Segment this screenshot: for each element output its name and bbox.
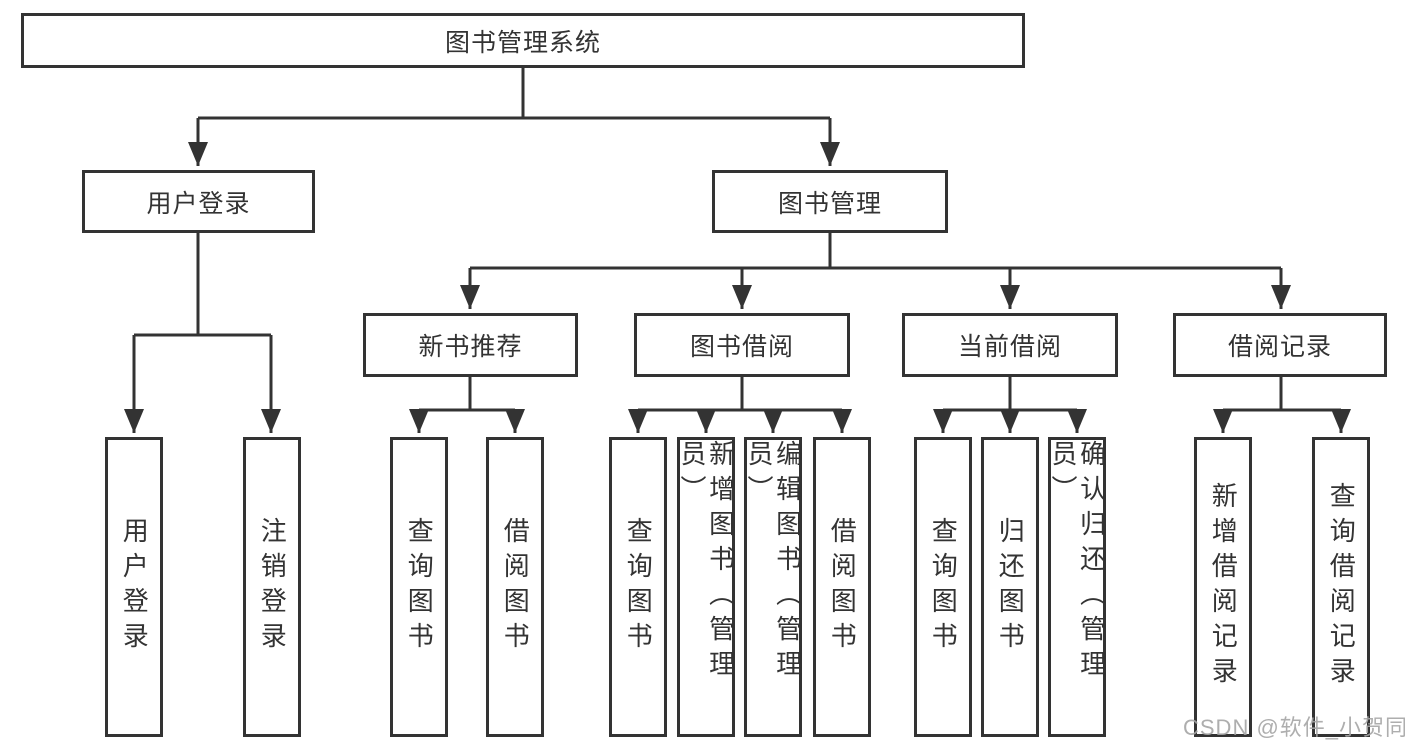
node-borrow-records: 借阅记录: [1173, 313, 1387, 377]
leaf-user-login: 用户登录: [105, 437, 163, 737]
leaf-logout: 注销登录: [243, 437, 301, 737]
leaf-label: 用户登录: [119, 517, 150, 657]
node-label: 借阅记录: [1227, 333, 1332, 361]
leaf-label: 借阅图书: [827, 517, 858, 657]
leaf-confirm-return-admin: 确认归还（管理员）: [1048, 437, 1107, 737]
leaf-borrow-books-recommend: 借阅图书: [486, 437, 544, 737]
leaf-label: 查询图书: [623, 517, 654, 657]
leaf-query-borrow-record: 查询借阅记录: [1312, 437, 1370, 737]
node-label: 图书借阅: [689, 333, 794, 361]
node-label: 新书推荐: [418, 333, 523, 361]
node-book-management: 图书管理: [712, 170, 948, 233]
leaf-edit-books-admin: 编辑图书（管理员）: [744, 437, 803, 737]
leaf-label: 确认归还（管理员）: [1048, 440, 1107, 685]
leaf-query-books-current: 查询图书: [914, 437, 972, 737]
leaf-return-books: 归还图书: [981, 437, 1039, 737]
node-label: 图书管理系统: [444, 28, 601, 57]
leaf-borrow-books: 借阅图书: [813, 437, 871, 737]
node-label: 图书管理: [777, 189, 882, 218]
node-current-borrow: 当前借阅: [902, 313, 1118, 377]
leaf-label: 查询图书: [404, 517, 435, 657]
leaf-label: 查询图书: [928, 517, 959, 657]
csdn-watermark: CSDN @软件_小贺同学: [1183, 715, 1405, 740]
node-user-login: 用户登录: [82, 170, 315, 233]
leaf-label: 借阅图书: [500, 517, 531, 657]
leaf-label: 注销登录: [257, 517, 288, 657]
node-book-borrow: 图书借阅: [634, 313, 850, 377]
node-new-book-recommend: 新书推荐: [363, 313, 578, 377]
leaf-label: 新增图书（管理员）: [677, 440, 736, 685]
leaf-query-books-recommend: 查询图书: [390, 437, 448, 737]
leaf-label: 归还图书: [995, 517, 1026, 657]
leaf-label: 新增借阅记录: [1208, 482, 1239, 692]
leaf-add-borrow-record: 新增借阅记录: [1194, 437, 1252, 737]
leaf-label: 查询借阅记录: [1326, 482, 1357, 692]
node-label: 用户登录: [146, 189, 251, 218]
node-root-library-system: 图书管理系统: [21, 13, 1025, 68]
node-label: 当前借阅: [957, 333, 1062, 361]
leaf-add-books-admin: 新增图书（管理员）: [677, 437, 736, 737]
leaf-query-books-borrow: 查询图书: [609, 437, 667, 737]
leaf-label: 编辑图书（管理员）: [744, 440, 803, 685]
